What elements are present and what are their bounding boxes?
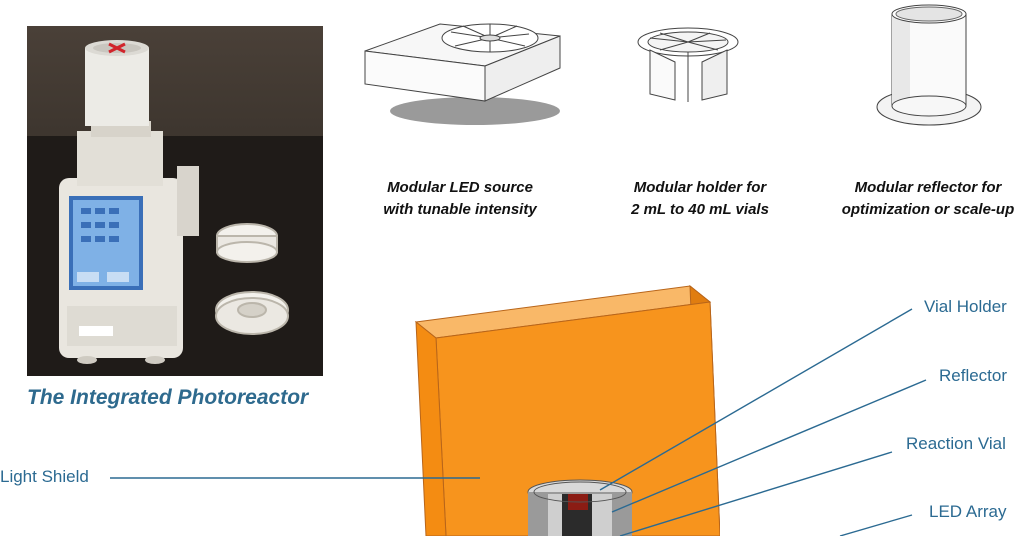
reaction-vial-leader [619, 451, 893, 536]
reflector-illustration [872, 2, 987, 130]
vial-holder-leader [599, 308, 913, 491]
led-array-leader [839, 514, 913, 536]
led-source-illustration [355, 6, 570, 126]
reflector-caption: Modular reflector for optimization or sc… [832, 177, 1024, 221]
reflector-label: Reflector [939, 366, 1008, 385]
reflector-leader [611, 379, 927, 513]
led-array-label: LED Array [929, 502, 1007, 521]
led-source-caption: Modular LED source with tunable intensit… [355, 177, 565, 221]
vial-holder-label: Vial Holder [924, 297, 1007, 316]
vial-holder-illustration [630, 22, 750, 104]
caption-line: 2 mL to 40 mL vials [631, 201, 769, 218]
reaction-vial-label: Reaction Vial [906, 434, 1006, 453]
caption-line: Modular LED source [387, 179, 533, 196]
caption-line: optimization or scale-up [841, 201, 1015, 218]
vial-holder-caption: Modular holder for 2 mL to 40 mL vials [600, 177, 800, 221]
caption-line: Modular reflector for [854, 179, 1002, 196]
caption-line: Modular holder for [633, 179, 767, 196]
photoreactor-photo [27, 26, 323, 376]
light-shield-assembly [410, 280, 721, 537]
photo-title: The Integrated Photoreactor [27, 386, 309, 409]
caption-line: with tunable intensity [383, 201, 537, 218]
light-shield-label: Light Shield [0, 467, 89, 486]
